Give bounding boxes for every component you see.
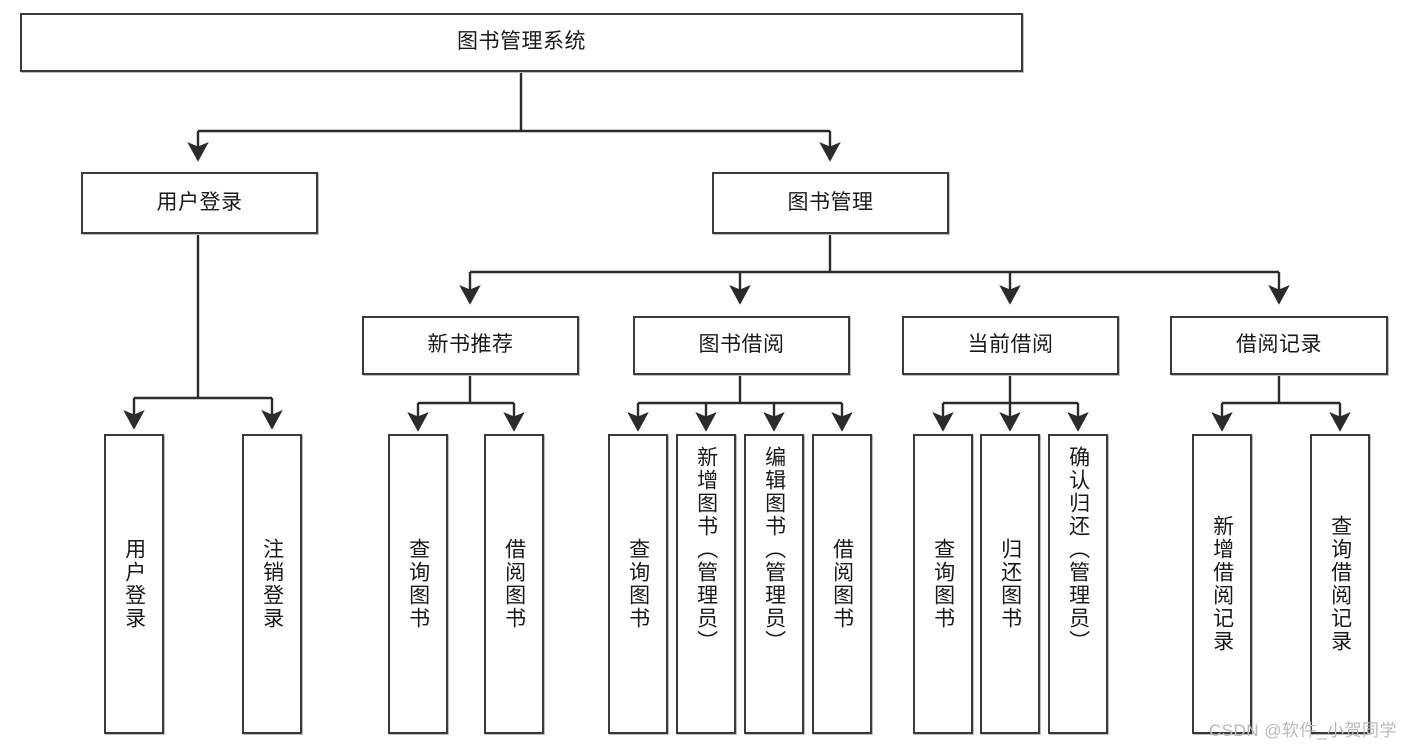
node-label: 借阅图书	[830, 538, 854, 630]
leaf-query-book-borrow[interactable]: 查询图书	[608, 434, 668, 734]
leaf-query-borrow-record[interactable]: 查询借阅记录	[1310, 434, 1370, 734]
leaf-return-book[interactable]: 归还图书	[980, 434, 1040, 734]
node-label: 图书借阅	[698, 333, 785, 357]
node-label: 确认归还（管理员）	[1066, 446, 1090, 653]
leaf-confirm-return-admin[interactable]: 确认归还（管理员）	[1048, 434, 1108, 734]
node-label: 新增借阅记录	[1210, 515, 1234, 653]
leaf-query-book-recommend[interactable]: 查询图书	[388, 434, 448, 734]
node-label: 用户登录	[156, 190, 243, 214]
leaf-user-logout[interactable]: 注销登录	[242, 434, 302, 734]
node-label: 新书推荐	[427, 333, 514, 357]
node-label: 图书管理	[787, 190, 874, 214]
node-label: 查询图书	[626, 538, 650, 630]
node-label: 用户登录	[122, 538, 146, 630]
node-label: 借阅图书	[502, 538, 526, 630]
node-label: 借阅记录	[1236, 333, 1322, 357]
node-label: 编辑图书（管理员）	[762, 446, 786, 653]
node-current-borrow[interactable]: 当前借阅	[902, 316, 1119, 375]
node-label: 注销登录	[260, 538, 284, 630]
node-new-book-recommend[interactable]: 新书推荐	[362, 316, 579, 375]
node-label: 查询图书	[931, 538, 955, 630]
node-book-management[interactable]: 图书管理	[712, 172, 949, 234]
node-label: 新增图书（管理员）	[694, 446, 718, 653]
node-borrow-record[interactable]: 借阅记录	[1170, 316, 1388, 375]
node-label: 归还图书	[998, 538, 1022, 630]
leaf-add-book-admin[interactable]: 新增图书（管理员）	[676, 434, 736, 734]
node-root-book-management-system[interactable]: 图书管理系统	[20, 13, 1023, 72]
leaf-user-login[interactable]: 用户登录	[104, 434, 164, 734]
node-label: 查询借阅记录	[1328, 515, 1352, 653]
leaf-borrow-book-recommend[interactable]: 借阅图书	[484, 434, 544, 734]
node-label: 当前借阅	[967, 333, 1054, 357]
leaf-borrow-book-borrow[interactable]: 借阅图书	[812, 434, 872, 734]
leaf-edit-book-admin[interactable]: 编辑图书（管理员）	[744, 434, 804, 734]
leaf-query-book-current[interactable]: 查询图书	[913, 434, 973, 734]
node-user-login[interactable]: 用户登录	[81, 172, 318, 234]
node-label: 查询图书	[406, 538, 430, 630]
leaf-add-borrow-record[interactable]: 新增借阅记录	[1192, 434, 1252, 734]
node-book-borrow[interactable]: 图书借阅	[633, 316, 850, 375]
node-label: 图书管理系统	[457, 30, 586, 54]
